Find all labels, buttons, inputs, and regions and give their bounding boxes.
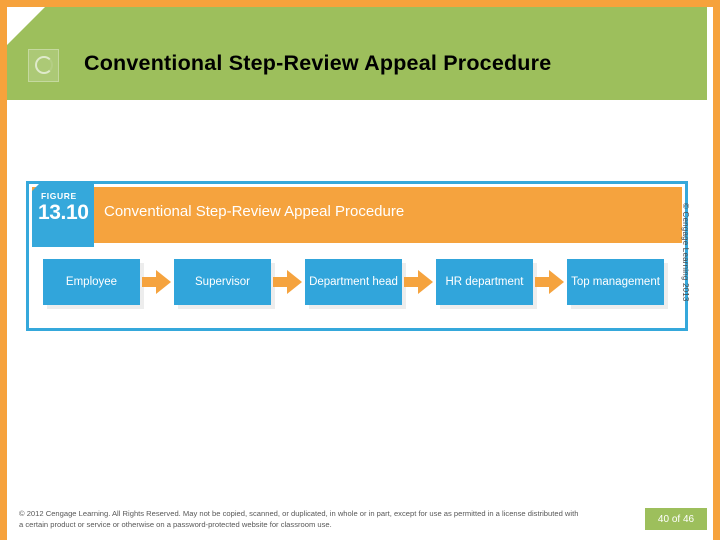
figure-frame: FIGURE 13.10 Conventional Step-Review Ap…: [26, 181, 688, 331]
flow-arrow-head: [287, 270, 302, 294]
flow-arrow-head: [156, 270, 171, 294]
flow-diagram: Employee Supervisor Department head: [43, 252, 677, 312]
flow-arrow-icon: [271, 269, 305, 295]
figure-number-badge: FIGURE 13.10: [32, 183, 94, 247]
page-number-indicator: 40 of 46: [645, 508, 707, 530]
circle-outline-icon: [28, 49, 59, 82]
flow-arrow-icon: [533, 269, 567, 295]
flow-arrow-shaft: [404, 277, 420, 287]
figure-badge-word: FIGURE: [41, 191, 77, 201]
flow-arrow-shaft: [142, 277, 158, 287]
figure-credit: © Cengage Learning 2013: [681, 203, 690, 302]
flow-node-label: HR department: [445, 275, 524, 288]
flow-arrow-head: [549, 270, 564, 294]
flow-node-label: Top management: [571, 275, 660, 288]
slide-border-left: [0, 0, 7, 540]
slide-border-right: [713, 0, 720, 540]
figure-caption: Conventional Step-Review Appeal Procedur…: [104, 203, 405, 220]
flow-arrow-head: [418, 270, 433, 294]
footer-copyright: © 2012 Cengage Learning. All Rights Rese…: [19, 509, 579, 529]
figure-badge-number: 13.10: [38, 201, 89, 224]
flow-arrow-icon: [402, 269, 436, 295]
flow-node-label: Employee: [65, 275, 118, 288]
flow-node-department-head: Department head: [305, 259, 402, 305]
slide-header: Conventional Step-Review Appeal Procedur…: [7, 7, 707, 100]
flow-node-supervisor: Supervisor: [174, 259, 271, 305]
flow-arrow-shaft: [535, 277, 551, 287]
page-title: Conventional Step-Review Appeal Procedur…: [84, 51, 552, 75]
circle-outline-icon-ring: [35, 56, 53, 74]
figure-title-bar: FIGURE 13.10 Conventional Step-Review Ap…: [32, 183, 682, 247]
flow-arrow-shaft: [273, 277, 289, 287]
flow-node-employee: Employee: [43, 259, 140, 305]
flow-node-hr-department: HR department: [436, 259, 533, 305]
flow-node-label: Supervisor: [195, 275, 250, 288]
flow-node-label: Department head: [309, 275, 398, 288]
flow-node-top-management: Top management: [567, 259, 664, 305]
slide-border-top: [0, 0, 720, 7]
figure-container: FIGURE 13.10 Conventional Step-Review Ap…: [26, 181, 694, 337]
flow-arrow-icon: [140, 269, 174, 295]
